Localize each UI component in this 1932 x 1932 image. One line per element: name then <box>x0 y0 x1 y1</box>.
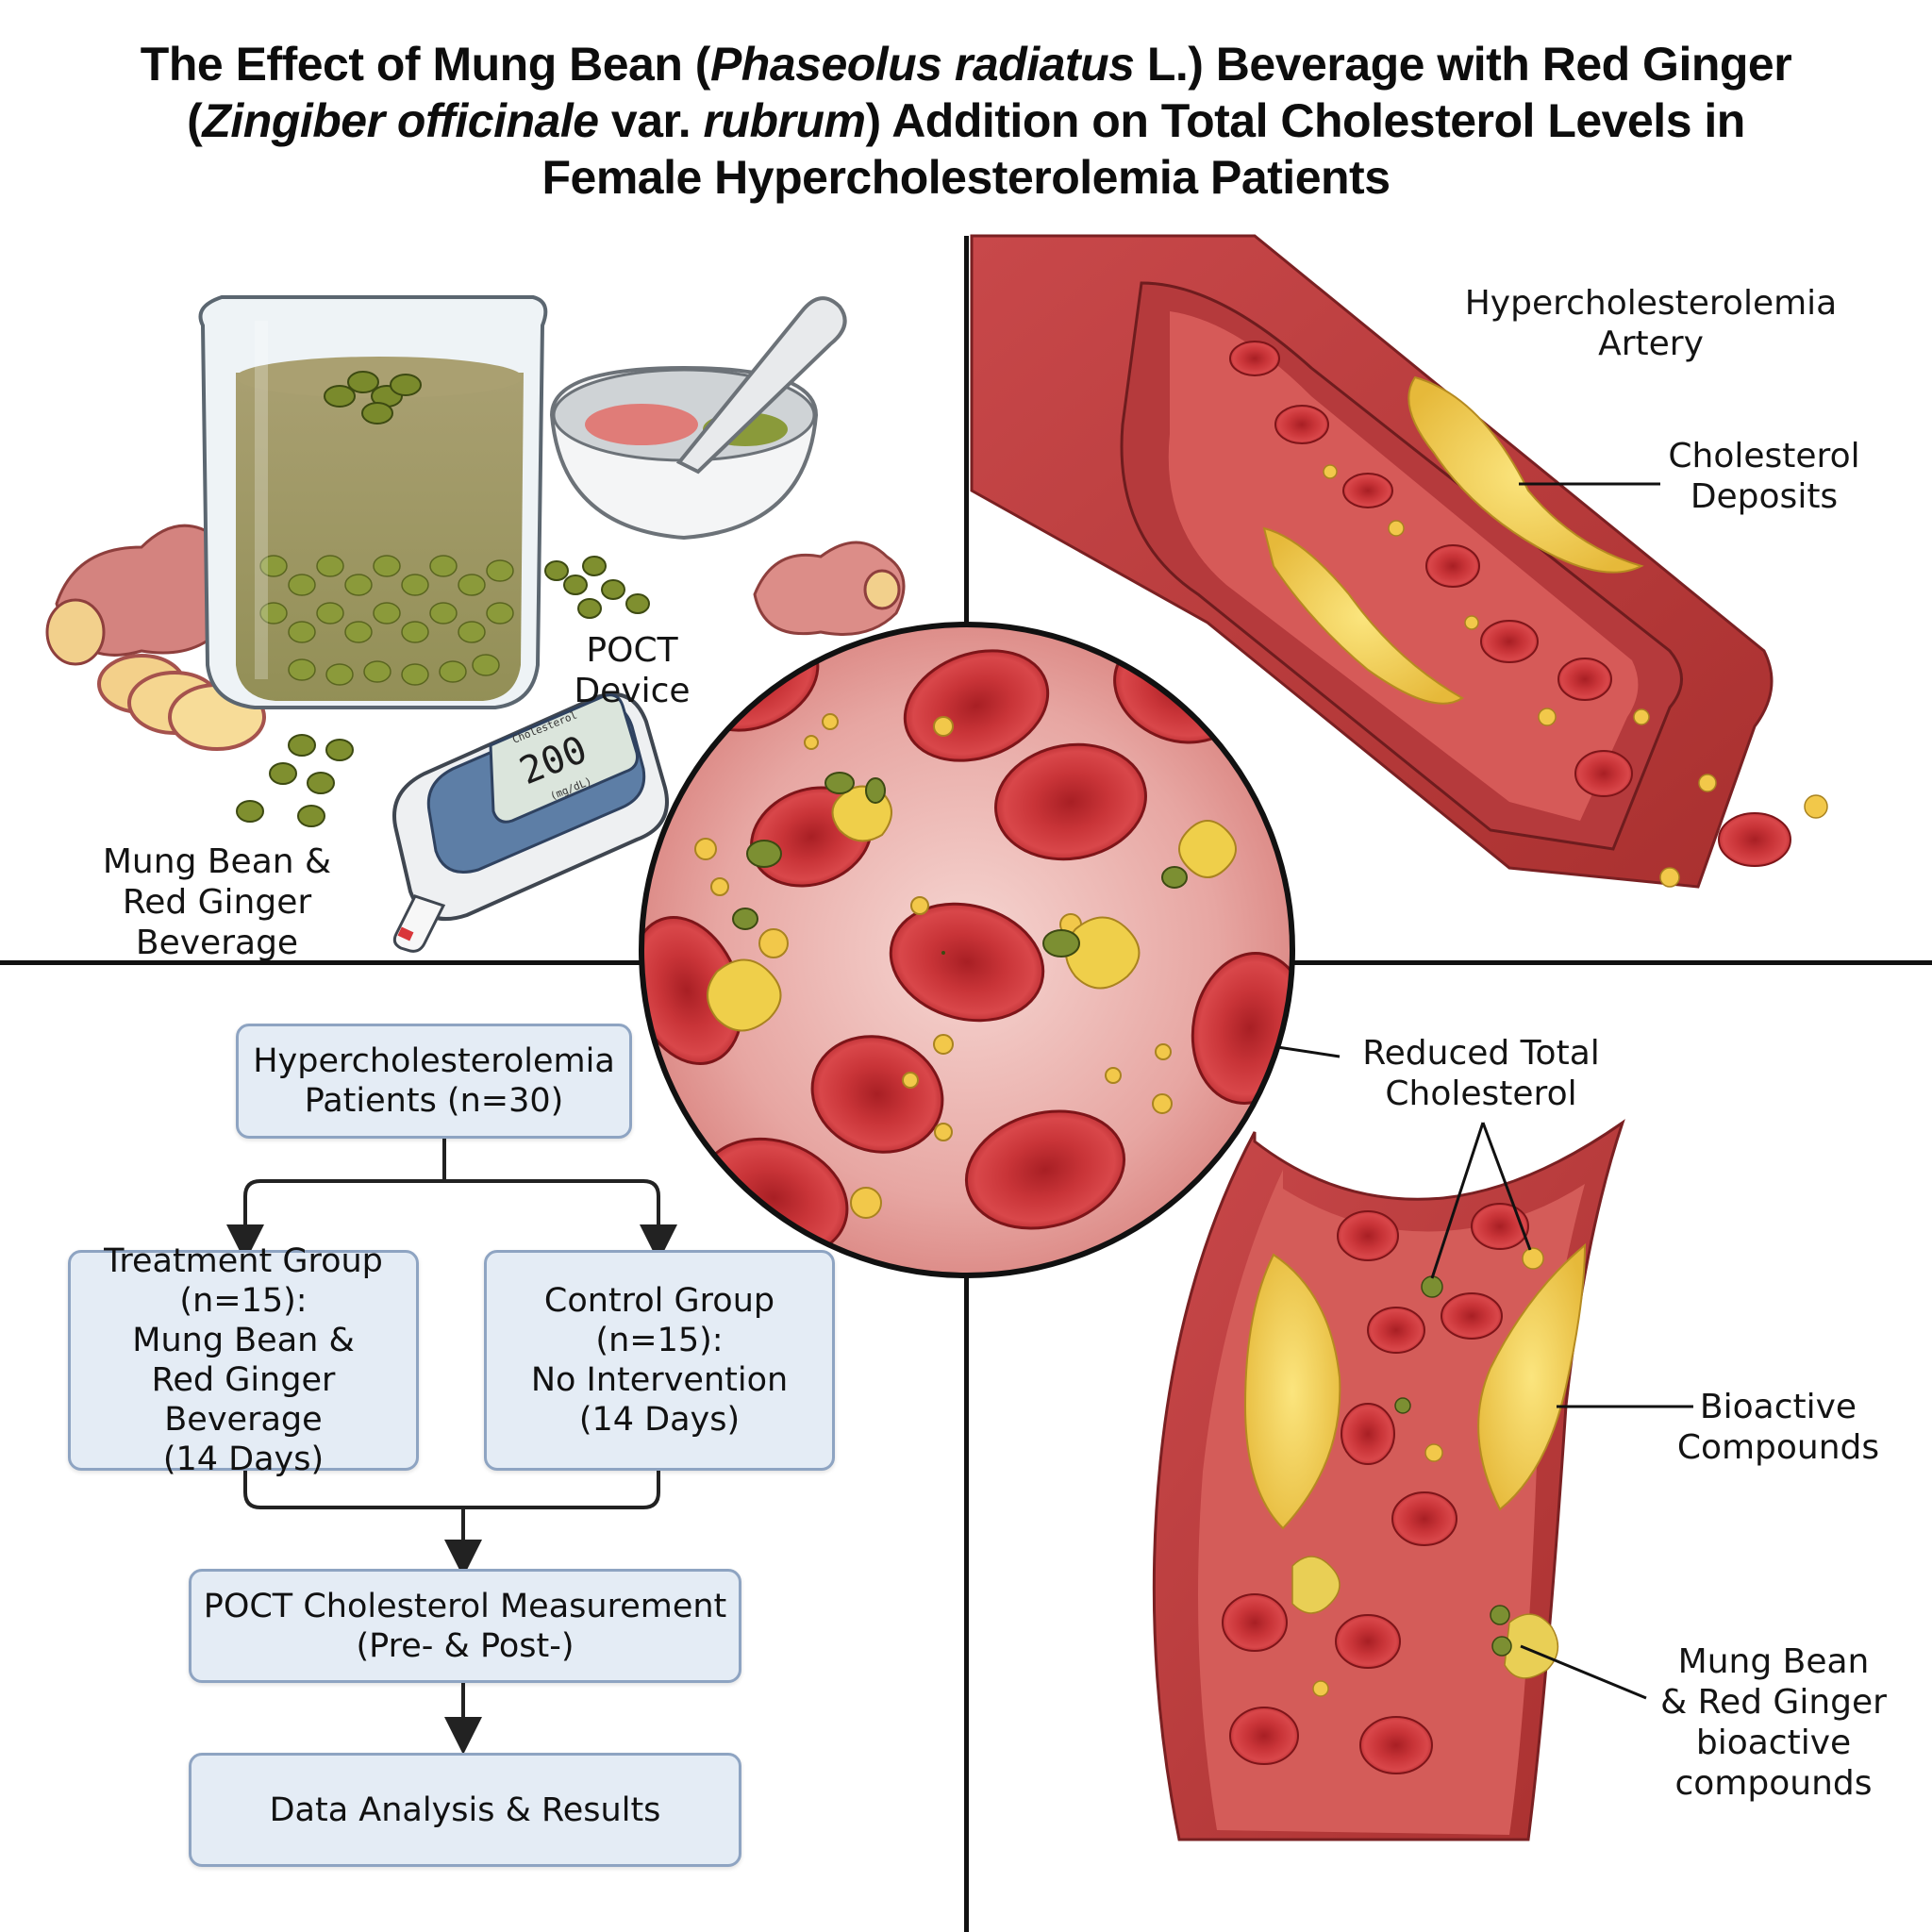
ginger-root-right <box>753 541 906 636</box>
floating-beans <box>324 371 422 425</box>
improved-artery-particles <box>1291 1247 1559 1697</box>
improved-artery-blood-cells <box>1222 1203 1529 1774</box>
artery-title-label: Hypercholesterolemia Artery <box>1464 284 1838 363</box>
cholesterol-deposits-label: Cholesterol Deposits <box>1668 437 1860 516</box>
settled-beans <box>259 555 514 686</box>
title-line-3: Female Hypercholesterolemia Patients <box>541 151 1391 204</box>
flow-box-analysis: Data Analysis & Results <box>189 1753 741 1867</box>
plaque-right <box>1477 1242 1587 1511</box>
hypercholesterolemia-artery <box>970 234 1828 889</box>
artery-blood-cells <box>1229 341 1791 867</box>
flow-box-treatment-group: Treatment Group (n=15): Mung Bean & Red … <box>68 1242 419 1478</box>
flow-box-patients: Hypercholesterolemia Patients (n=30) <box>236 1024 632 1139</box>
magnified-mung-bean-particles <box>732 772 1188 958</box>
mung-ginger-compounds-label: Mung Bean & Red Ginger bioactive compoun… <box>1660 1642 1887 1803</box>
flow-box-measurement: POCT Cholesterol Measurement (Pre- & Pos… <box>189 1569 741 1683</box>
artery-cholesterol-particles <box>1323 464 1828 888</box>
mung-beans-scattered <box>236 556 650 827</box>
flow-box-control-group: Control Group (n=15): No Intervention (1… <box>484 1250 835 1471</box>
cholesterol-deposit-lower <box>1262 526 1464 705</box>
figure-title: The Effect of Mung Bean (Phaseolus radia… <box>0 36 1932 206</box>
cholesterol-deposit-upper <box>1407 375 1644 574</box>
mortar-and-pestle <box>549 296 847 541</box>
title-line-2: (Zingiber officinale var. rubrum) Additi… <box>187 94 1745 147</box>
beaker <box>198 295 548 709</box>
compounds-pointer <box>1520 1644 1647 1700</box>
connector-split <box>243 1137 660 1243</box>
vertical-divider-top <box>964 236 969 967</box>
improved-artery <box>1152 1119 1625 1841</box>
reduced-cholesterol-label: Reduced Total Cholesterol <box>1362 1034 1600 1113</box>
title-line-1: The Effect of Mung Bean (Phaseolus radia… <box>140 38 1792 91</box>
magnified-cholesterol-particles <box>694 713 1237 1219</box>
vertical-divider-bottom <box>964 967 969 1932</box>
beverage-label: Mung Bean & Red Ginger Beverage <box>102 842 332 962</box>
bioactive-compounds-label: Bioactive Compounds <box>1676 1388 1880 1467</box>
poct-device <box>392 692 669 953</box>
connector-merge <box>243 1467 660 1552</box>
poct-device-label: POCT Device <box>574 631 691 710</box>
plaque-left <box>1243 1253 1341 1530</box>
